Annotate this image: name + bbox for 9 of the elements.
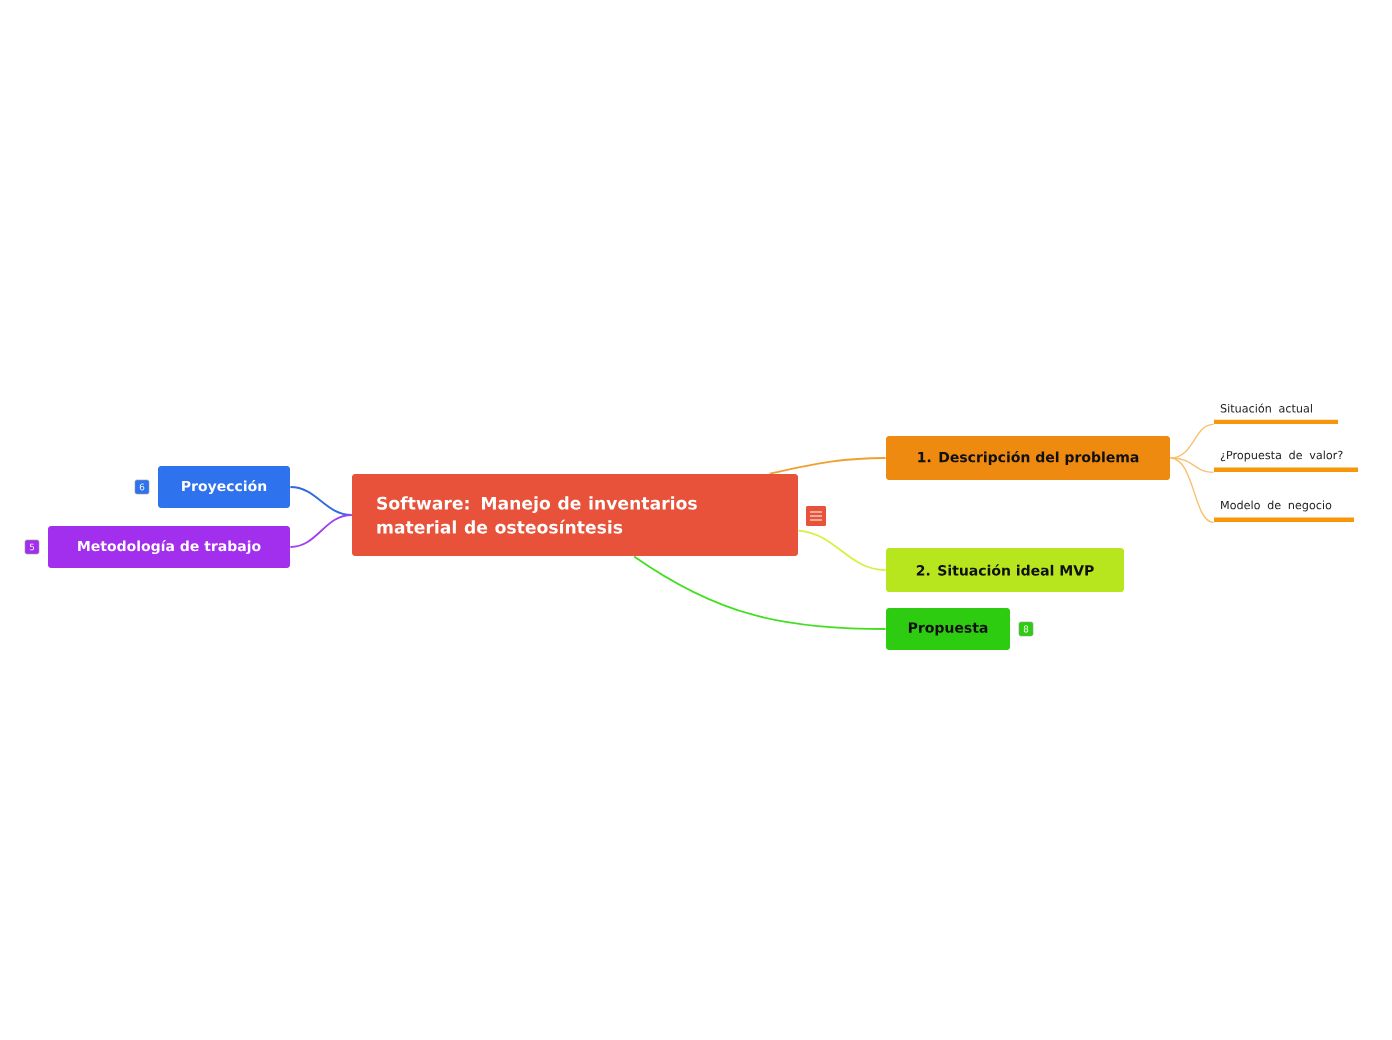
connector [1169, 457, 1215, 474]
connector [1169, 423, 1215, 459]
connector [797, 529, 887, 571]
connector [289, 514, 353, 548]
connector [633, 555, 887, 630]
central-topic-box: Software: Manejo de inventarios material de osteosíntesis [352, 474, 798, 556]
connector [768, 457, 887, 475]
connector [1169, 457, 1215, 524]
connector [289, 486, 353, 516]
